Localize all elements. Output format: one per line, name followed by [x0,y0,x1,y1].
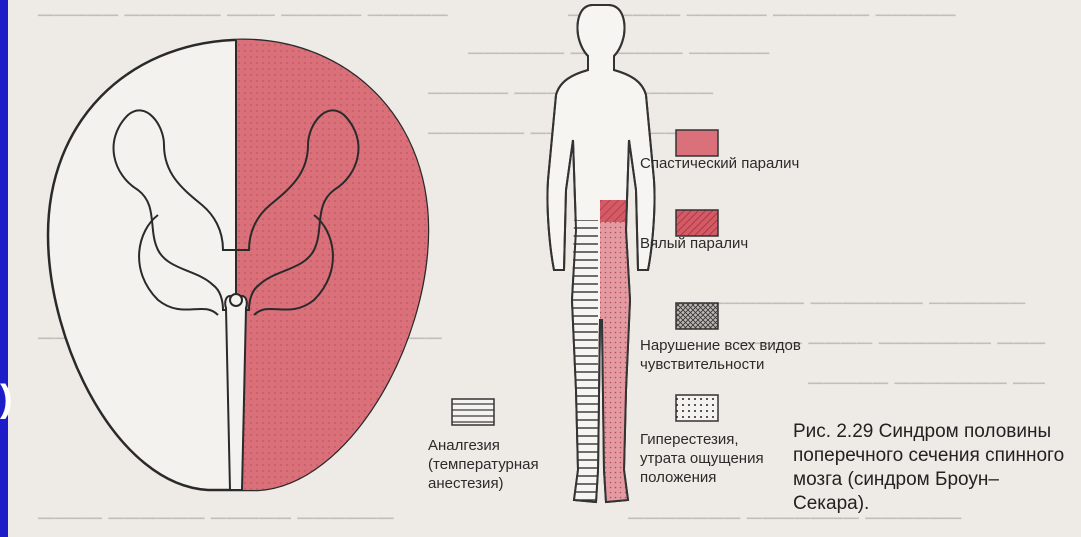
anterior-fissure [225,296,247,490]
flaccid-zone [600,200,627,222]
swatch-spastic [676,130,718,156]
leg-analgesia-zone [572,220,598,502]
caption-line-3: мозга (синдром Броун–Секара). [793,468,1068,516]
legend-label-flaccid: Вялый паралич [640,234,748,253]
bleed-text-line: ────── ─────── ────── [708,290,1026,316]
central-canal [230,294,242,306]
figure-caption: Рис. 2.29 Синдром половины поперечного с… [793,420,1068,516]
slide-background-edge [0,0,8,537]
scanned-page: ───── ────── ─── ───── ───── ─────── ───… [8,0,1081,537]
swatch-all-sensory [676,303,718,329]
slide-edge-glyph: ) [0,378,13,421]
swatch-analgesia-wrap [448,395,508,435]
legend-label-analgesia: Аналгезия (температурная анестезия) [428,436,539,493]
bleed-text-line: ───── ─────── ── [808,370,1045,396]
caption-line-2: поперечного сечения спинного [793,444,1068,468]
affected-half [236,30,436,500]
caption-line-1: Рис. 2.29 Синдром половины [793,420,1068,444]
legend-label-hyperesthesia: Гиперестезия, утрата ощущения положения [640,430,764,487]
legend-label-spastic: Спастический паралич [640,154,799,173]
swatch-analgesia [452,399,494,425]
swatch-hyperesthesia [676,395,718,421]
swatch-flaccid [676,210,718,236]
legend-label-all-sensory: Нарушение всех видов чувствительности [640,336,801,374]
spinal-cord-cross-section [8,0,488,537]
